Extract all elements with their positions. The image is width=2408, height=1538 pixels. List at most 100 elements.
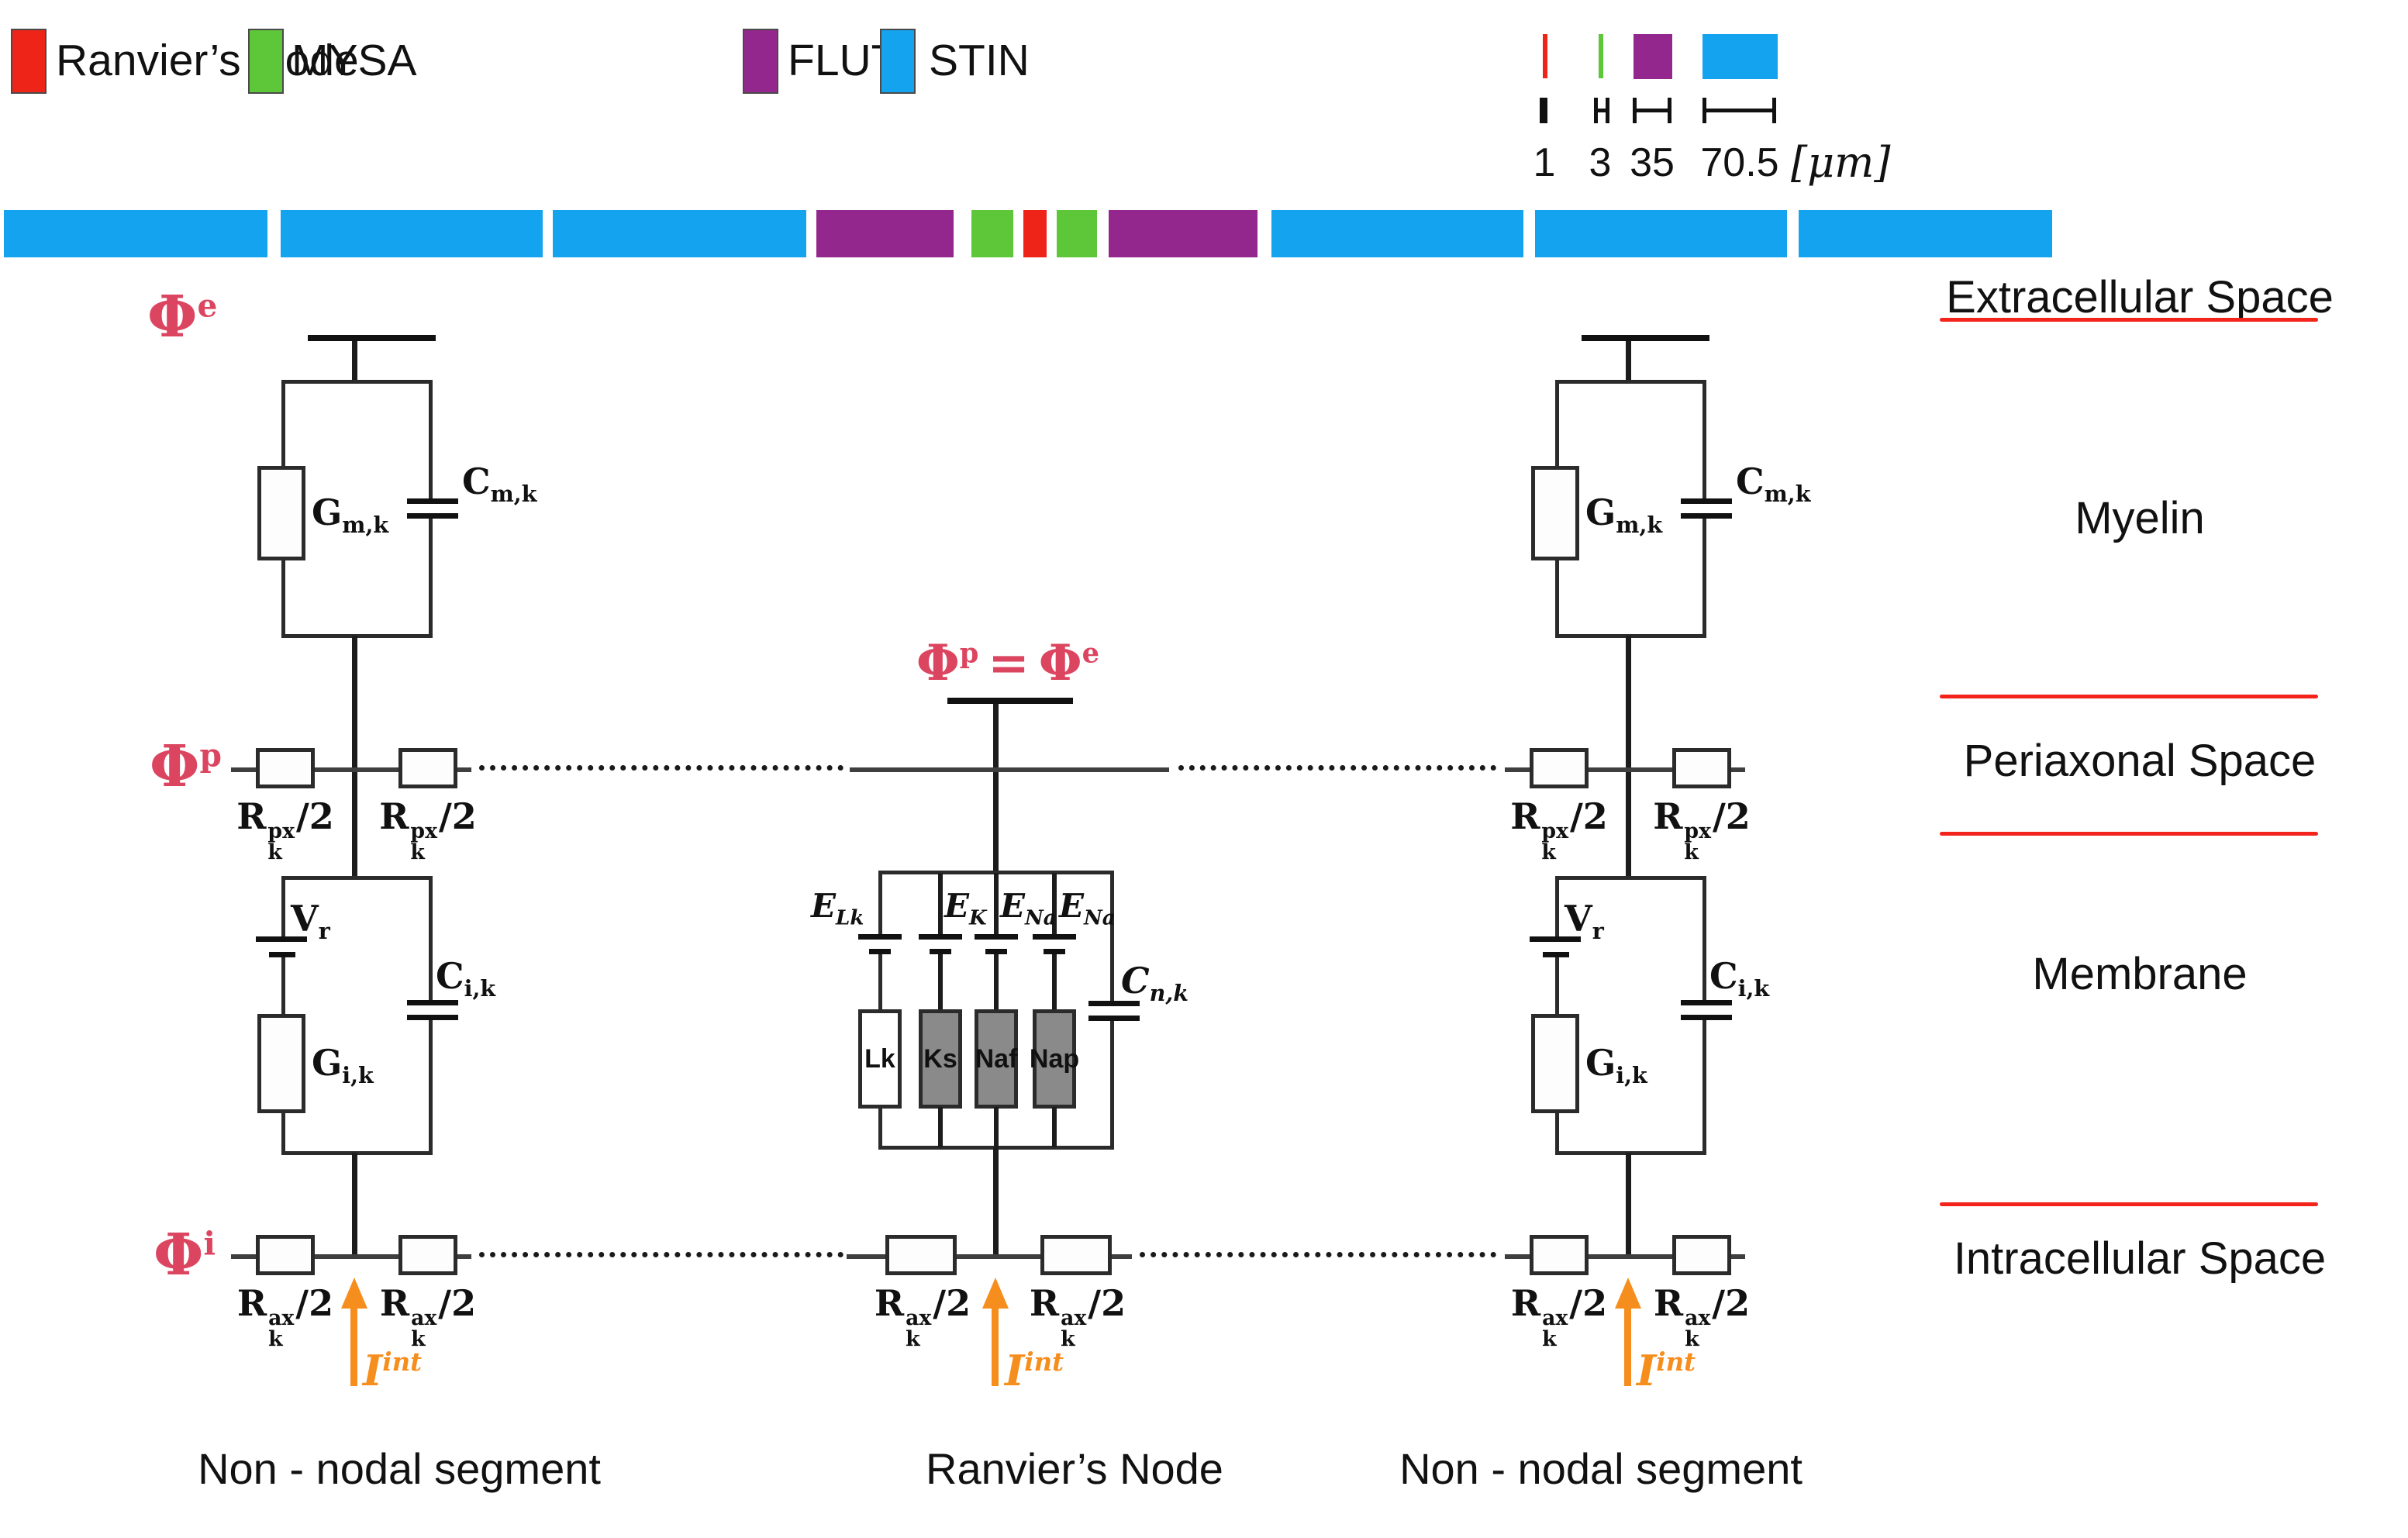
scale-value-3: 3 [1589,140,1612,185]
cik-capacitor-plate-bottom-right [1681,1015,1732,1020]
rax-resistor-center-1 [885,1235,957,1275]
branch-nap-top [1052,873,1057,935]
cik-label-left: Ci,k [436,955,496,1002]
ena2-battery-short-plate [1044,949,1065,954]
wire-right-myelin-to-membrane [1626,636,1631,876]
legend-label-flut: FLUT [788,36,899,85]
wire-left-top-stub [352,341,357,381]
iint-arrowhead-center [982,1278,1009,1309]
axial-dotted-right [1140,1252,1496,1257]
battery-gap-right [1554,942,1562,952]
branch-nap-bottom [1052,1107,1057,1147]
cap-gap-node [1108,1006,1116,1016]
scale-mark-node [1543,34,1547,78]
rpx-resistor-right-2 [1672,748,1731,788]
legend-swatch-ranvier-node [11,29,47,94]
scale-value-35: 35 [1630,140,1675,185]
channel-naf-label: Naf [975,1043,1018,1074]
phi-e-label: Φe [147,284,218,350]
axon-segment-mysa [971,210,1013,257]
elk-battery-short-plate [869,949,891,954]
phi-p-equals-phi-e-label: Φp=Φe [916,634,1100,692]
rax-resistor-right-2 [1672,1235,1731,1275]
vr-battery-long-plate-left [256,936,307,942]
cik-capacitor-plate-top-right [1681,1000,1732,1005]
cik-capacitor-plate-bottom-left [407,1015,458,1020]
battery-gap-left [280,942,288,952]
periaxonal-dotted-right [1178,765,1496,771]
vr-battery-short-plate-right [1543,952,1569,957]
axon-segment-mysa [1057,210,1097,257]
rax-resistor-left-2 [398,1235,457,1275]
gmk-resistor-left [257,466,305,560]
periaxonal-dotted-left [479,765,843,771]
axon-segment-stin [553,210,806,257]
region-label-extracellular: Extracellular Space [1946,272,2334,322]
channel-nap: Nap [1030,1009,1079,1109]
axon-segment-flut [816,210,954,257]
divider-myelin-periaxonal [1940,695,2318,698]
extracellular-electrode-right [1582,335,1709,341]
gik-label-left: Gi,k [312,1042,374,1089]
iint-arrowhead-left [341,1278,367,1309]
extracellular-electrode-left [308,335,436,341]
cmk-capacitor-plate-top-right [1681,498,1732,504]
scale-mark-mysa [1599,34,1603,78]
branch-naf-bottom [994,1107,999,1147]
ena-label-1: ENa [1000,887,1057,930]
axon-segment-flut [1109,210,1257,257]
periaxonal-wire-left [231,767,471,772]
rpx-resistor-left-1 [256,748,315,788]
periaxonal-wire-right [1505,767,1745,772]
ek-battery-long-plate [919,934,962,940]
gik-label-right: Gi,k [1585,1042,1647,1089]
rax-resistor-right-1 [1530,1235,1589,1275]
branch-ks-top [938,873,943,935]
elk-battery-long-plate [858,934,902,940]
branch-ks-bottom [938,1107,943,1147]
caption-non-nodal-left: Non - nodal segment [198,1444,601,1493]
scale-mark-flut [1634,34,1672,79]
axon-segment-node [1023,210,1047,257]
cnk-label: Cn,k [1121,960,1189,1007]
axial-wire-right [1505,1254,1745,1259]
axon-segment-stin [1799,210,2052,257]
legend-swatch-mysa [248,29,284,94]
region-label-myelin: Myelin [2075,493,2205,543]
branch-ks-mid [938,954,943,1009]
divider-periaxonal-membrane [1940,832,2318,836]
wire-left-myelin-to-membrane [352,636,357,876]
cap-gap-myelin-left [426,504,435,513]
legend-label-mysa: MYSA [292,36,417,85]
axon-bar [0,210,2062,257]
axon-segment-stin [1535,210,1787,257]
axon-segment-stin [281,210,543,257]
battery-gap-lk [877,940,885,949]
ek-battery-short-plate [930,949,951,954]
axon-segment-stin [4,210,267,257]
cmk-capacitor-plate-top-left [407,498,458,504]
cnk-capacitor-plate-top [1088,1001,1140,1006]
legend-swatch-flut [743,29,778,94]
ena-label-2: ENa [1059,887,1116,930]
iint-arrow-left [350,1307,357,1386]
scale-value-1: 1 [1533,140,1556,185]
vr-battery-long-plate-right [1530,936,1581,942]
gik-resistor-left [257,1014,305,1113]
cmk-label-right: Cm,k [1736,460,1811,508]
gmk-resistor-right [1531,466,1579,560]
elk-label: ELk [811,887,864,930]
rax-resistor-center-2 [1040,1235,1112,1275]
cik-label-right: Ci,k [1709,955,1770,1002]
iint-arrow-right [1624,1307,1631,1386]
cmk-label-left: Cm,k [462,460,537,508]
caption-non-nodal-right: Non - nodal segment [1399,1444,1803,1493]
scale-bracket-1 [1540,98,1547,123]
region-label-periaxonal: Periaxonal Space [1963,736,2317,786]
legend-swatch-stin [880,29,916,94]
